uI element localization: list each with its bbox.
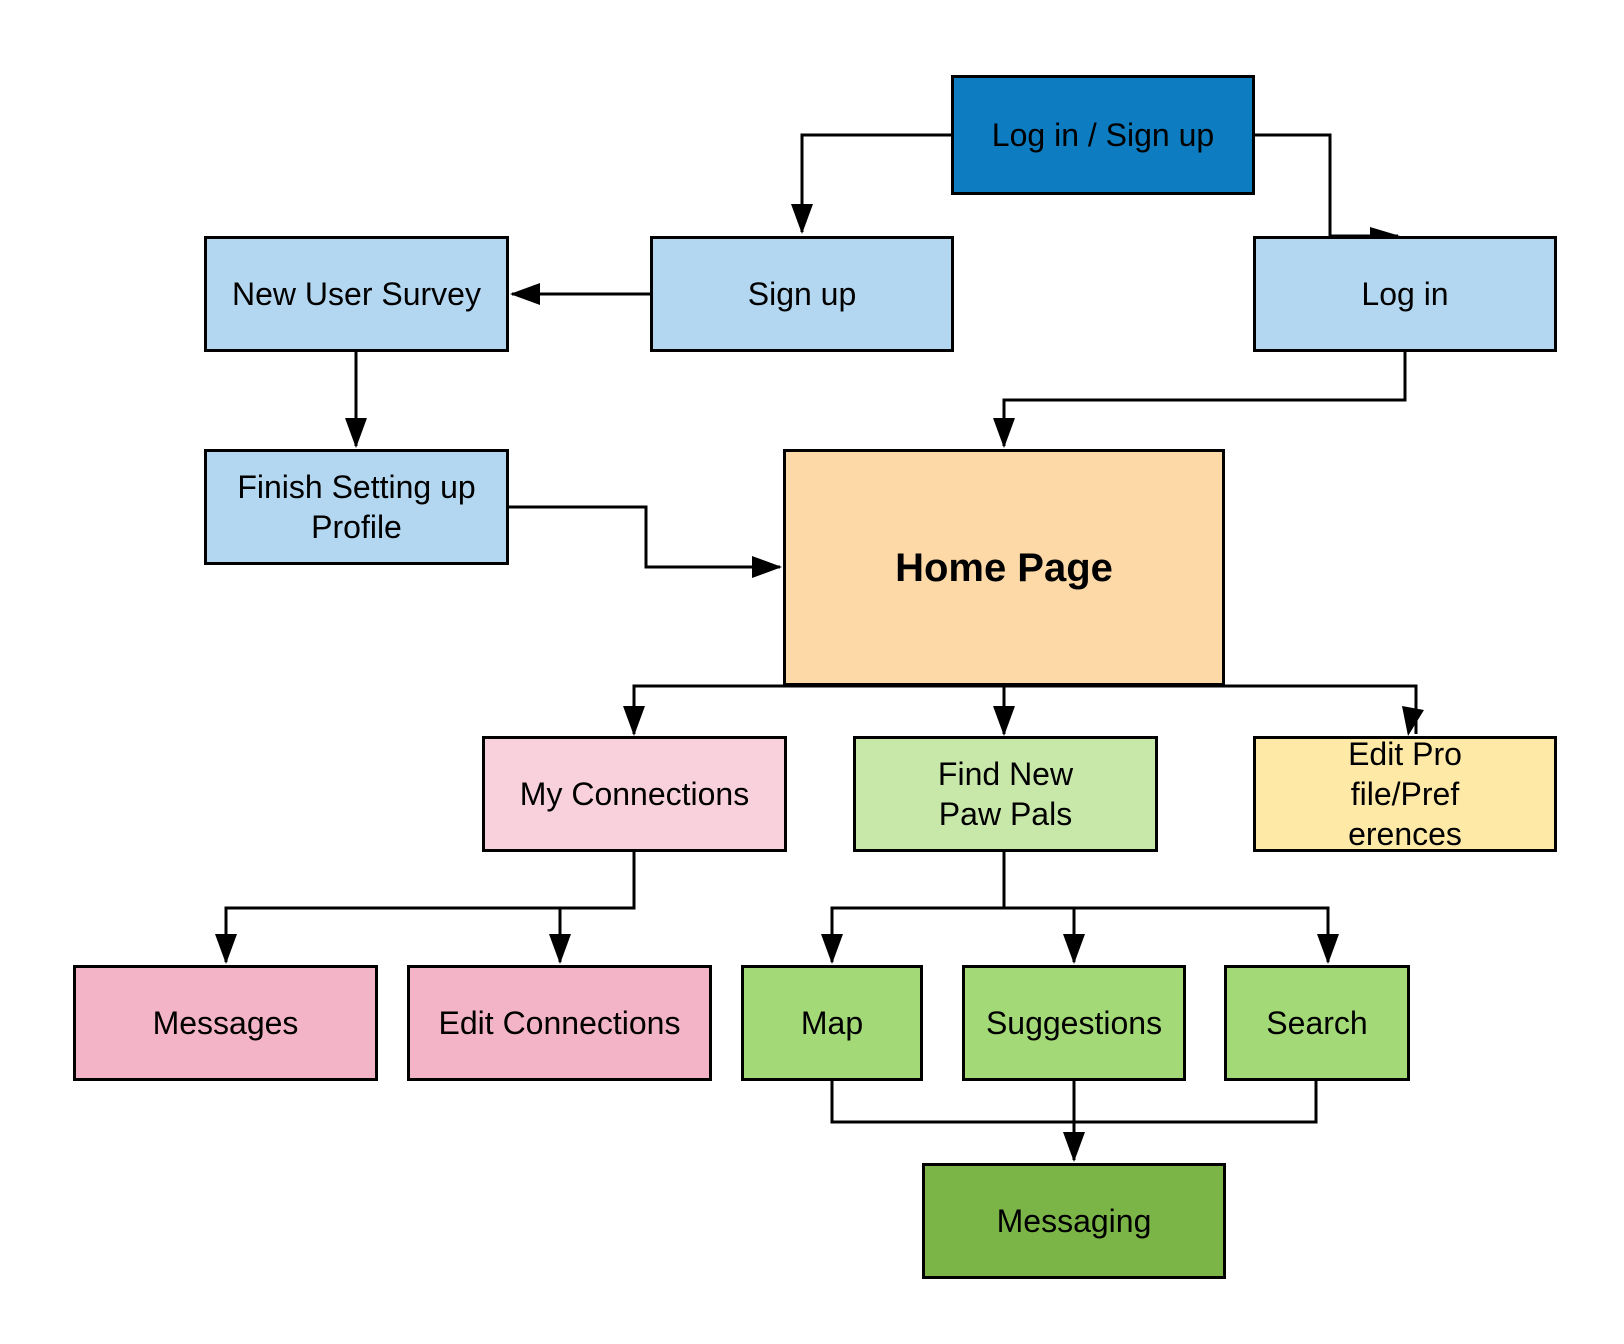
node-label: Messaging	[996, 1203, 1152, 1239]
arrowhead	[549, 934, 571, 964]
arrowhead	[215, 934, 237, 964]
node-login: Log in	[1253, 236, 1557, 352]
node-label: New User Survey	[232, 276, 481, 312]
edge-login-signup-to-login	[1254, 133, 1398, 238]
node-signup: Sign up	[650, 236, 954, 352]
node-label: Log in	[1361, 276, 1449, 312]
node-label: Find New Paw Pals	[937, 756, 1074, 832]
edge-home-branch	[632, 684, 1418, 704]
arrowhead	[752, 556, 782, 578]
node-label: My Connections	[519, 776, 750, 812]
node-my-connections: My Connections	[482, 736, 787, 852]
edge-login-signup-to-signup	[800, 133, 952, 232]
node-label: Search	[1266, 1005, 1368, 1041]
node-label: Edit Connections	[438, 1005, 681, 1041]
arrowhead	[993, 418, 1015, 448]
node-edit-connections: Edit Connections	[407, 965, 712, 1081]
node-label: Sign up	[747, 276, 857, 312]
node-login-signup: Log in / Sign up	[951, 75, 1255, 195]
arrowhead	[993, 706, 1015, 736]
node-messaging: Messaging	[922, 1163, 1226, 1279]
node-find-new-paw-pals: Find New Paw Pals	[853, 736, 1158, 852]
node-label: Messages	[152, 1005, 299, 1041]
node-label: Suggestions	[985, 1005, 1163, 1041]
arrowhead	[1402, 706, 1424, 736]
node-label: Map	[800, 1005, 864, 1041]
edge-finish-to-home	[508, 505, 780, 569]
node-label: Edit Profile/Preferences	[1348, 736, 1462, 852]
node-home-page: Home Page	[783, 449, 1225, 686]
node-finish-setting-up-profile: Finish Setting up Profile	[204, 449, 509, 565]
arrowhead	[1063, 934, 1085, 964]
node-suggestions: Suggestions	[962, 965, 1186, 1081]
node-messages: Messages	[73, 965, 378, 1081]
node-label: Home Page	[895, 545, 1113, 590]
edge-login-to-home	[1002, 351, 1407, 446]
node-edit-profile-preferences: Edit Profile/Preferences	[1253, 736, 1557, 852]
arrowhead	[345, 418, 367, 448]
node-map: Map	[741, 965, 923, 1081]
node-search: Search	[1224, 965, 1410, 1081]
arrowhead	[623, 706, 645, 736]
arrowhead	[1063, 1132, 1085, 1162]
node-new-user-survey: New User Survey	[204, 236, 509, 352]
arrowhead	[821, 934, 843, 964]
arrowhead	[791, 204, 813, 234]
edge-my-connections-branch	[224, 851, 636, 962]
node-label: Log in / Sign up	[991, 117, 1215, 153]
arrowhead	[510, 283, 540, 305]
node-label: Finish Setting up Profile	[237, 469, 476, 545]
arrowhead	[1317, 934, 1339, 964]
